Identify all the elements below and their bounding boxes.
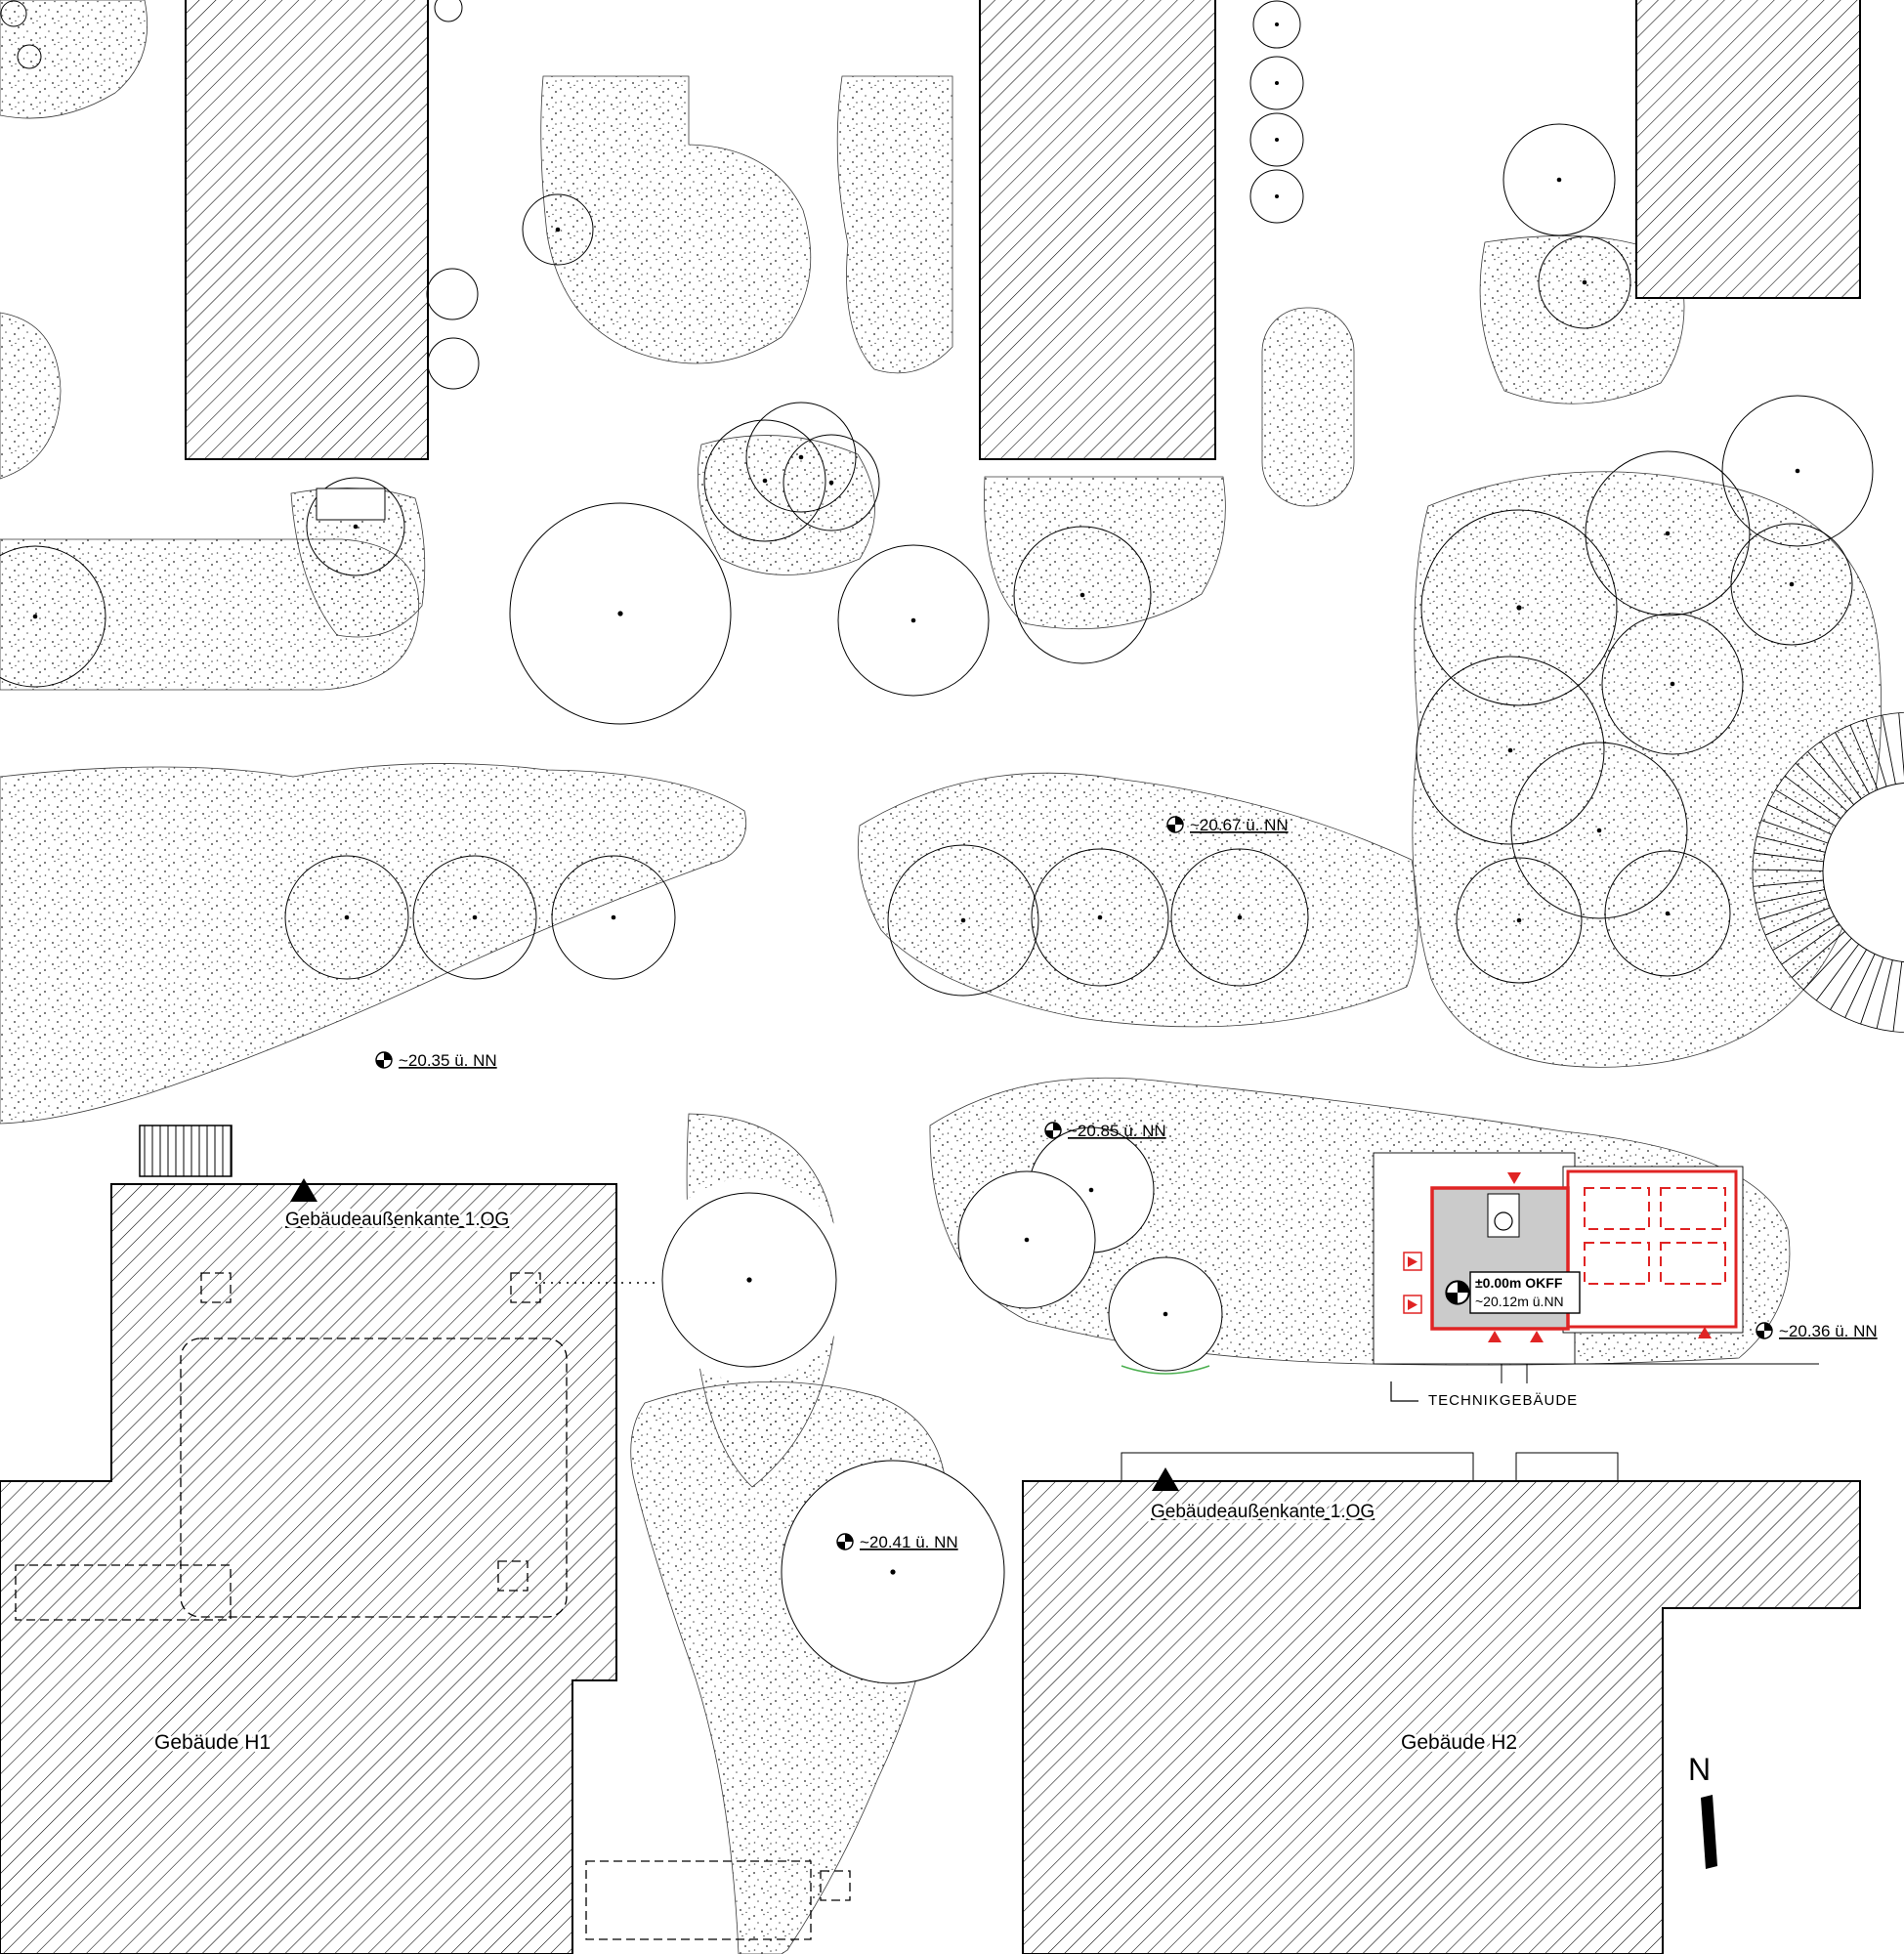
hidden-outlines xyxy=(15,1272,851,1940)
elevation-text: ~20.41 ü. NN xyxy=(860,1533,958,1551)
edge-triangle-icon xyxy=(290,1178,317,1202)
planting-area xyxy=(0,312,62,480)
tree xyxy=(434,0,463,22)
planting-area xyxy=(857,772,1418,1028)
technik-area: ±0.00m OKFF ~20.12m ü.NN TECHNIKGEBÄUDE xyxy=(1373,1152,1819,1409)
planting-area xyxy=(836,75,953,374)
north-arrow: N xyxy=(1688,1752,1717,1869)
tree xyxy=(17,44,42,69)
tree xyxy=(551,855,676,980)
tree xyxy=(1013,526,1152,664)
building-h1-label: Gebäude H1 xyxy=(154,1731,271,1754)
tree xyxy=(1252,0,1301,49)
tree xyxy=(1249,169,1304,224)
elevation-marker: ~20.36 ü. NN xyxy=(1756,1322,1878,1340)
edge-annotations: Gebäudeaußenkante 1.OG Gebäudeaußenkante… xyxy=(282,1178,1377,1525)
tree xyxy=(1510,742,1688,919)
tree xyxy=(509,502,732,725)
elevation-text: ~20.35 ü. NN xyxy=(399,1051,497,1070)
technik-elevation-box xyxy=(1469,1271,1581,1314)
elevation-marker: ~20.35 ü. NN xyxy=(375,1051,497,1070)
planting-area xyxy=(540,75,812,364)
building-h2 xyxy=(1022,1480,1861,1954)
building-top-left xyxy=(185,0,429,460)
red-arrow-icon xyxy=(1507,1172,1521,1184)
planting-area xyxy=(0,763,747,1125)
elevation-marker: ~20.67 ü. NN xyxy=(1166,816,1289,834)
tree xyxy=(426,268,479,320)
red-arrow-icon xyxy=(1408,1256,1417,1267)
radial-hedge-tree xyxy=(1752,711,1904,1034)
red-arrow-icon xyxy=(1530,1331,1544,1342)
tree xyxy=(1249,112,1304,167)
planting-area xyxy=(697,435,875,575)
planting-area xyxy=(1412,471,1883,1068)
edge-triangle-icon xyxy=(1152,1467,1179,1491)
elevation-symbol-icon xyxy=(1445,1280,1470,1305)
elevation-text: ~20.36 ü. NN xyxy=(1779,1322,1878,1340)
planting-area xyxy=(0,0,148,119)
buildings xyxy=(0,0,1861,1954)
planting-area xyxy=(1261,307,1355,507)
tree xyxy=(783,434,880,531)
tree xyxy=(1604,850,1731,977)
grass-arc xyxy=(1121,1365,1210,1375)
tree xyxy=(1031,848,1169,987)
elevation-marker: ~20.85 ü. NN xyxy=(1044,1122,1166,1140)
technik-right-apron xyxy=(1562,1166,1744,1334)
edge-label-1: Gebäudeaußenkante 1.OG xyxy=(285,1210,509,1230)
tree xyxy=(0,0,27,27)
tree xyxy=(412,855,537,980)
elevation-text: ~20.85 ü. NN xyxy=(1068,1122,1166,1140)
north-label: N xyxy=(1688,1752,1711,1787)
tree xyxy=(1721,395,1874,547)
stairs xyxy=(139,1125,233,1177)
building-h1 xyxy=(0,1183,617,1954)
technik-elevation-line1: ±0.00m OKFF xyxy=(1475,1275,1563,1291)
tree xyxy=(427,337,480,390)
tree xyxy=(1170,848,1309,987)
elevation-text: ~20.67 ü. NN xyxy=(1190,816,1289,834)
tree xyxy=(837,544,990,697)
planting-area xyxy=(1479,234,1685,404)
north-needle-icon xyxy=(1701,1795,1717,1869)
tree xyxy=(284,855,409,980)
building-h2-label: Gebäude H2 xyxy=(1401,1731,1517,1754)
red-arrow-icon xyxy=(1408,1299,1417,1310)
tree xyxy=(1585,450,1751,616)
technik-fixture-circle xyxy=(1494,1211,1513,1231)
tree xyxy=(0,545,106,688)
tree xyxy=(1601,613,1744,755)
tree xyxy=(1730,523,1853,646)
tree xyxy=(745,402,857,513)
canopy-outline xyxy=(1121,1452,1474,1482)
building-top-right xyxy=(1635,0,1861,299)
red-arrow-icon xyxy=(1698,1327,1712,1338)
technik-extension xyxy=(1566,1169,1738,1329)
tree xyxy=(1456,857,1583,984)
edge-label-2: Gebäudeaußenkante 1.OG xyxy=(1151,1502,1375,1522)
small-structure xyxy=(316,488,386,521)
canopy-outline xyxy=(1515,1452,1619,1482)
tree xyxy=(887,844,1039,997)
tree xyxy=(1502,123,1616,236)
label-bracket xyxy=(1390,1381,1418,1402)
tree xyxy=(1420,509,1618,706)
building-top-middle xyxy=(979,0,1216,460)
tree xyxy=(1538,235,1631,329)
trees xyxy=(0,0,1874,1684)
elevation-markers: ~20.67 ü. NN ~20.35 ü. NN ~20.85 ü. NN ~… xyxy=(375,816,1878,1551)
technik-building-label: TECHNIKGEBÄUDE xyxy=(1428,1392,1578,1409)
tree xyxy=(522,193,594,266)
tree xyxy=(703,419,826,542)
red-arrow-icon xyxy=(1488,1331,1502,1342)
tree xyxy=(306,477,405,576)
technik-elevation-line2: ~20.12m ü.NN xyxy=(1475,1294,1564,1309)
tree xyxy=(1416,656,1605,845)
tree xyxy=(1249,56,1304,110)
planting-area xyxy=(984,476,1226,630)
elevation-marker: ~20.41 ü. NN xyxy=(836,1533,958,1551)
